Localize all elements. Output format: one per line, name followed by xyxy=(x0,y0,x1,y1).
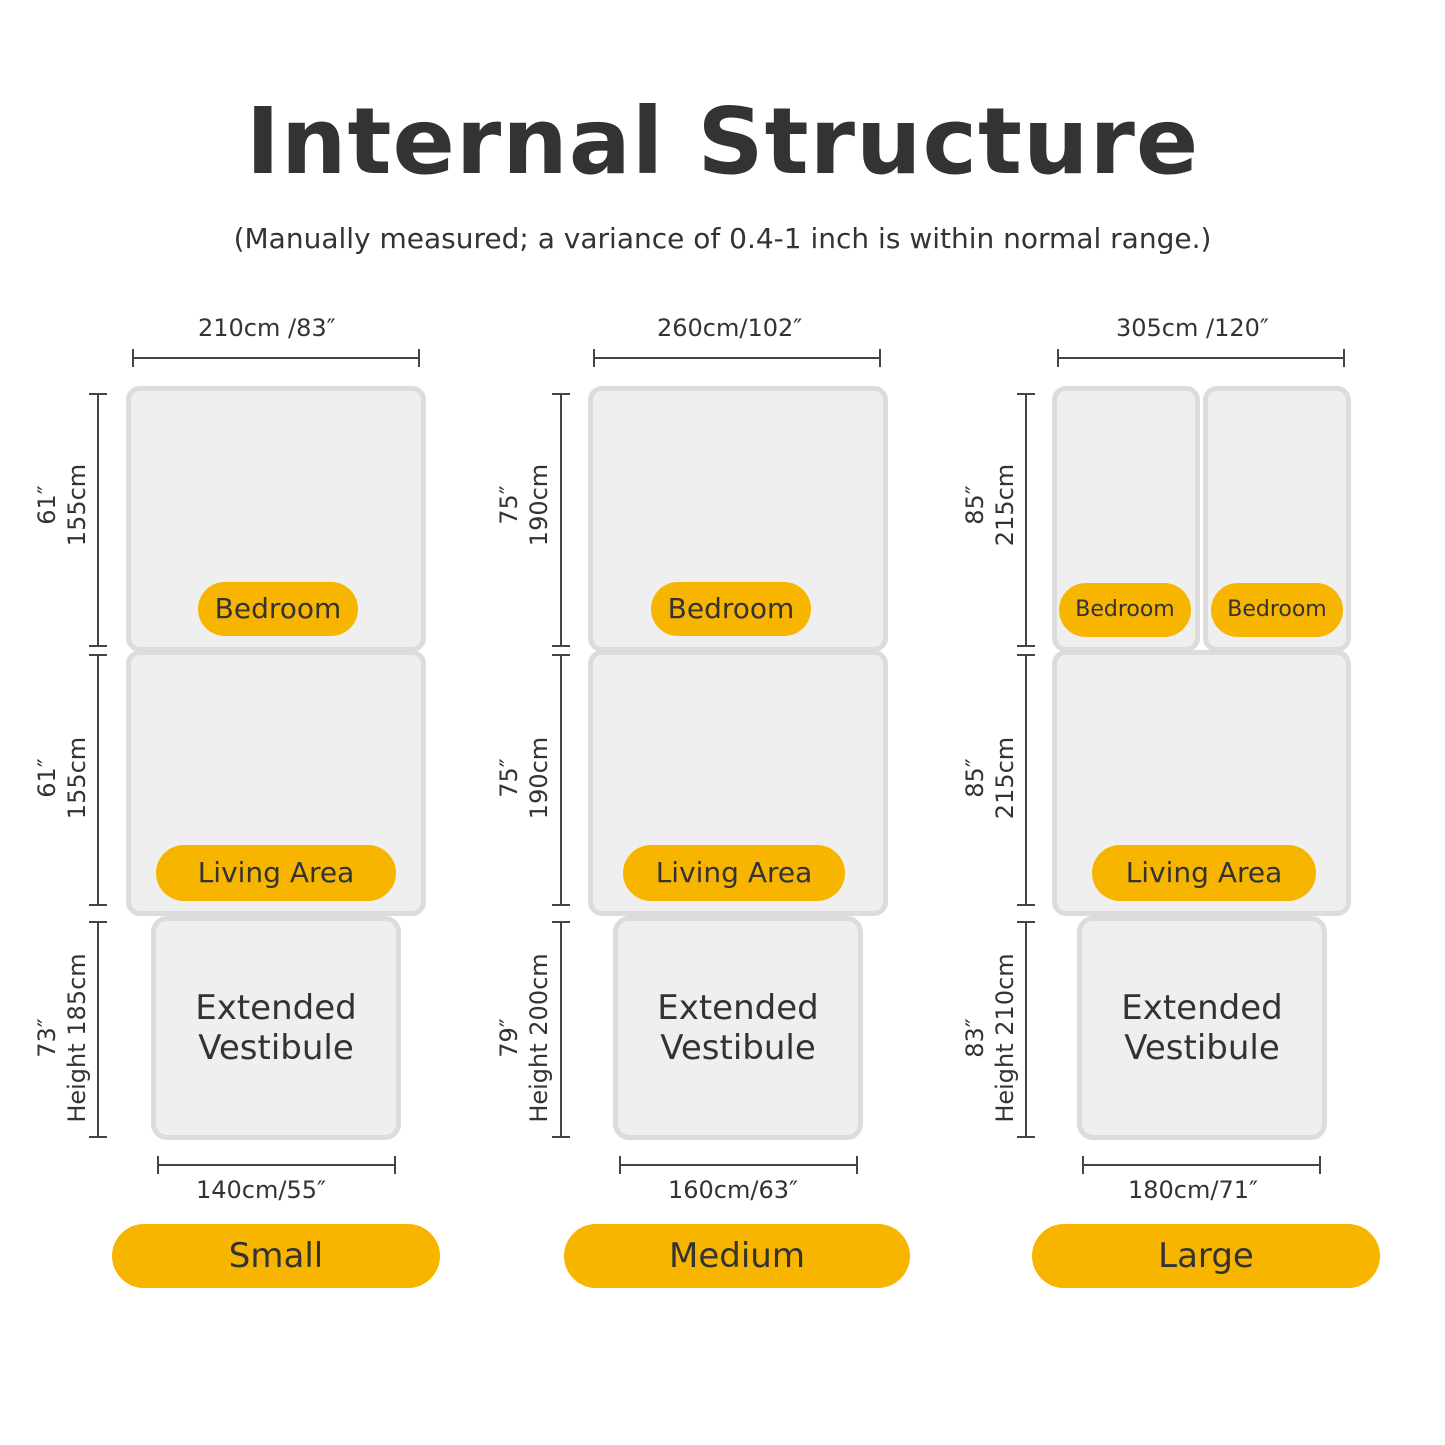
extended-vestibule: Extended Vestibule xyxy=(151,916,401,1140)
height-label: 79″ Height 200cm xyxy=(494,953,554,1122)
extended-vestibule: Extended Vestibule xyxy=(1077,916,1327,1140)
bottom-width-label: 180cm/71″ xyxy=(1128,1176,1258,1204)
inch-value: 83″ xyxy=(961,1018,989,1058)
size-large-badge: Large xyxy=(1032,1224,1380,1288)
bedroom-depth-label: 85″ 215cm xyxy=(960,464,1020,546)
bedroom-depth-label: 75″ 190cm xyxy=(494,464,554,546)
cm-value: 155cm xyxy=(63,463,91,547)
cm-value: Height 210cm xyxy=(991,953,1019,1123)
inch-value: 79″ xyxy=(495,1018,523,1058)
living-area-label: Living Area xyxy=(623,845,845,901)
inch-value: 73″ xyxy=(33,1018,61,1058)
cm-value: 215cm xyxy=(991,736,1019,820)
bottom-width-label: 160cm/63″ xyxy=(668,1176,798,1204)
bedroom-label: Bedroom xyxy=(651,582,811,636)
vestibule-line2: Vestibule xyxy=(1124,1028,1280,1068)
cm-value: Height 200cm xyxy=(525,953,553,1123)
vestibule-line1: Extended xyxy=(195,988,357,1028)
top-width-label: 305cm /120″ xyxy=(1116,314,1269,342)
bedroom-label-left: Bedroom xyxy=(1059,583,1191,637)
bedroom-depth-label: 61″ 155cm xyxy=(32,464,92,546)
page-subtitle: (Manually measured; a variance of 0.4-1 … xyxy=(233,222,1212,255)
extended-vestibule: Extended Vestibule xyxy=(613,916,863,1140)
inch-value: 85″ xyxy=(961,758,989,798)
height-label: 83″ Height 210cm xyxy=(960,953,1020,1122)
inch-value: 75″ xyxy=(495,758,523,798)
cm-value: 215cm xyxy=(991,463,1019,547)
inch-value: 61″ xyxy=(33,758,61,798)
size-medium-badge: Medium xyxy=(564,1224,910,1288)
inch-value: 75″ xyxy=(495,485,523,525)
cm-value: 190cm xyxy=(525,463,553,547)
living-area-label: Living Area xyxy=(1092,845,1316,901)
living-depth-label: 85″ 215cm xyxy=(960,737,1020,819)
top-width-label: 260cm/102″ xyxy=(657,314,803,342)
living-area-label: Living Area xyxy=(156,845,396,901)
inch-value: 85″ xyxy=(961,485,989,525)
top-width-label: 210cm /83″ xyxy=(198,314,336,342)
vestibule-line1: Extended xyxy=(1121,988,1283,1028)
vestibule-line2: Vestibule xyxy=(660,1028,816,1068)
cm-value: Height 185cm xyxy=(63,953,91,1123)
page-title: Internal Structure xyxy=(245,88,1200,195)
bedroom-label-right: Bedroom xyxy=(1211,583,1343,637)
size-small-badge: Small xyxy=(112,1224,440,1288)
cm-value: 190cm xyxy=(525,736,553,820)
vestibule-line1: Extended xyxy=(657,988,819,1028)
height-label: 73″ Height 185cm xyxy=(32,953,92,1122)
living-depth-label: 75″ 190cm xyxy=(494,737,554,819)
vestibule-line2: Vestibule xyxy=(198,1028,354,1068)
living-depth-label: 61″ 155cm xyxy=(32,737,92,819)
inch-value: 61″ xyxy=(33,485,61,525)
bottom-width-label: 140cm/55″ xyxy=(196,1176,326,1204)
cm-value: 155cm xyxy=(63,736,91,820)
bedroom-label: Bedroom xyxy=(198,582,358,636)
